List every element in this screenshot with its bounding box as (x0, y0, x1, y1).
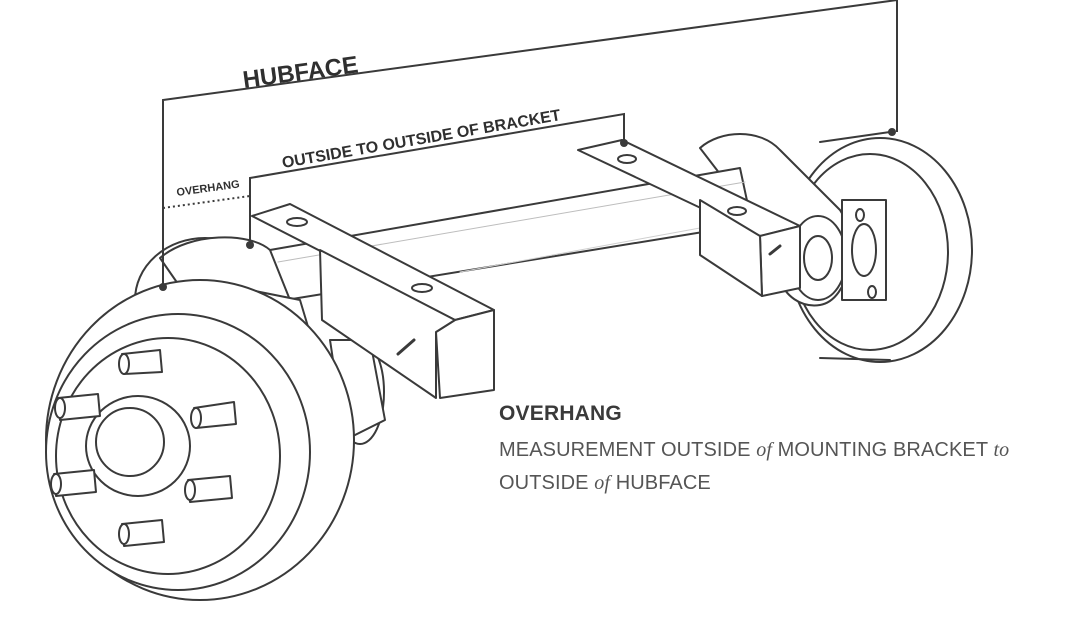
hubface-label: HUBFACE (241, 51, 360, 93)
overhang-dimension-label: OVERHANG (176, 178, 241, 199)
overhang-caption: OVERHANG MEASUREMENT OUTSIDE of MOUNTING… (499, 402, 1059, 500)
caption-line-1: MEASUREMENT OUTSIDE of MOUNTING BRACKET … (499, 434, 1059, 467)
dimension-endpoints (159, 128, 896, 291)
stud-upper-left (54, 393, 101, 421)
caption-italic: of (756, 439, 772, 461)
stud-lower-right (184, 475, 233, 503)
far-mounting-bracket (577, 139, 801, 297)
bracket-near-endpoint (246, 241, 254, 249)
stud-lower-left (50, 469, 97, 497)
caption-text: MEASUREMENT OUTSIDE (499, 439, 757, 461)
wheel-studs (50, 349, 237, 547)
caption-italic: of (594, 472, 611, 494)
caption-text: MOUNTING BRACKET (771, 439, 994, 461)
near-mounting-bracket (251, 203, 495, 399)
hubface-far-endpoint (888, 128, 896, 136)
overhang-dimension-line (162, 195, 251, 209)
stud-upper-right (190, 401, 237, 429)
bracket-dimension-line (249, 112, 625, 246)
bracket-label: OUTSIDE TO OUTSIDE OF BRACKET (281, 107, 562, 172)
hubface-near-endpoint (159, 283, 167, 291)
caption-line-2: OUTSIDE of HUBFACE (499, 467, 1059, 500)
bracket-far-endpoint (620, 139, 628, 147)
caption-text: HUBFACE (610, 472, 711, 494)
dimension-lines (162, 0, 898, 288)
near-hub-drum (45, 279, 355, 601)
caption-italic: to (993, 439, 1010, 461)
stud-top (118, 349, 163, 375)
stud-bottom (118, 519, 165, 547)
caption-title: OVERHANG (499, 402, 622, 425)
caption-text: OUTSIDE (499, 472, 595, 494)
hubface-dimension-line (162, 0, 898, 288)
